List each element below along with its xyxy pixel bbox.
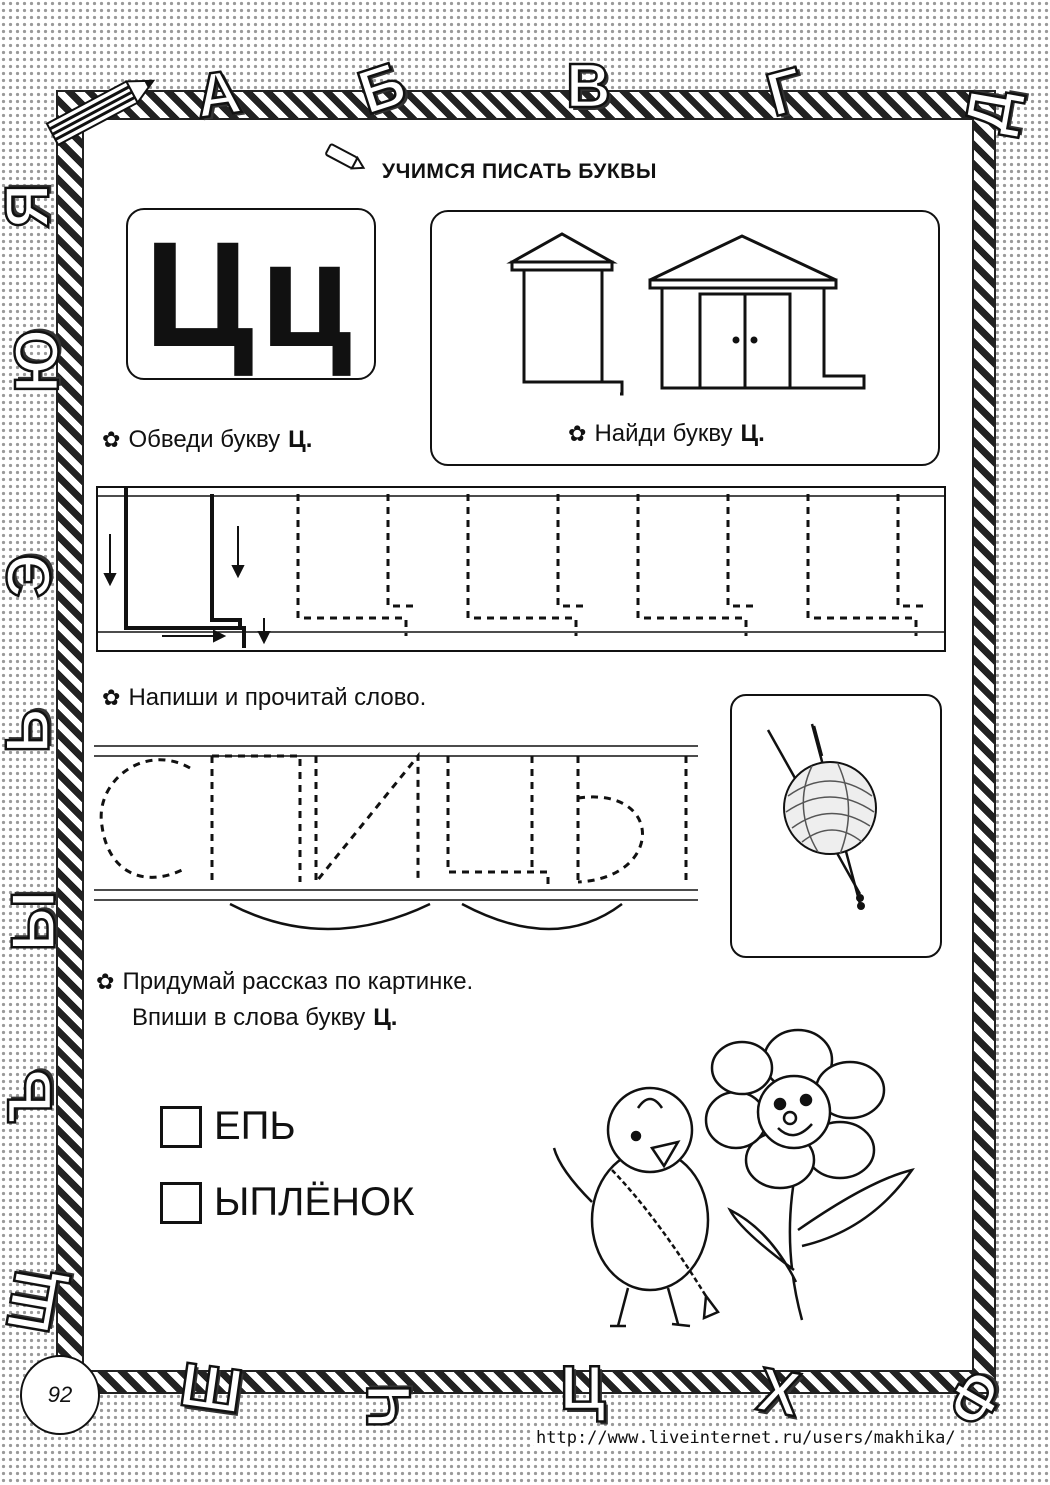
- flower-bullet-icon: ✿: [96, 969, 115, 994]
- flower-bullet-icon: ✿: [102, 427, 121, 452]
- border-letter: Ю: [2, 328, 74, 394]
- house-icon: [506, 232, 866, 396]
- letter-input-box[interactable]: [160, 1181, 202, 1224]
- letter-display: Цц: [126, 208, 376, 380]
- instruction-letter: Ц.: [373, 1004, 398, 1031]
- flower-bullet-icon: ✿: [102, 685, 121, 710]
- chick-icon: [552, 1086, 720, 1328]
- border-letter: В: [565, 52, 612, 121]
- page-title: УЧИМСЯ ПИСАТЬ БУКВЫ: [382, 160, 657, 183]
- instruction-text: Обведи букву: [128, 426, 281, 453]
- daisy-icon: [704, 1028, 915, 1321]
- border-letter: Ц: [559, 1354, 607, 1423]
- instruction-text: Впиши в слова букву: [132, 1004, 366, 1031]
- word-tracing-area[interactable]: [94, 742, 698, 902]
- flower-bullet-icon: ✿: [568, 421, 587, 446]
- border-letter: Ч: [354, 1383, 426, 1429]
- word-ending: ЫПЛЁНОК: [214, 1180, 415, 1224]
- instruction-text: Придумай рассказ по картинке.: [122, 968, 474, 995]
- instruction-text: Найди букву: [594, 420, 733, 447]
- illustration: [552, 1028, 915, 1328]
- border-letter: Ы: [0, 889, 70, 952]
- instruction-text: Напиши и прочитай слово.: [128, 684, 427, 711]
- instruction-letter: Ц.: [740, 420, 765, 447]
- page-number: 92: [20, 1355, 100, 1435]
- story-instruction-line2: Впиши в слова букву Ц.: [132, 1004, 397, 1032]
- pencil-icon: [45, 79, 156, 147]
- border-letter: А: [190, 56, 246, 133]
- fill-word-row: ЕПЬ: [160, 1104, 296, 1149]
- find-instruction: ✿ Найди букву Ц.: [568, 420, 765, 448]
- border-letter: Э: [0, 553, 65, 600]
- border-letter: Ь: [0, 707, 64, 754]
- yarn-picture: [730, 694, 942, 958]
- story-instruction: ✿ Придумай рассказ по картинке.: [96, 968, 473, 996]
- find-letter-panel: [430, 210, 940, 466]
- write-word-instruction: ✿ Напиши и прочитай слово.: [102, 684, 426, 712]
- border-letter: Щ: [0, 1263, 74, 1340]
- word-ending: ЕПЬ: [214, 1104, 296, 1148]
- yarn-ball-icon: [766, 723, 877, 910]
- trace-instruction: ✿ Обведи букву Ц.: [102, 426, 312, 454]
- syllable-arcs: [229, 902, 623, 931]
- fill-word-row: ЫПЛЁНОК: [160, 1180, 414, 1225]
- border-letter: Ъ: [0, 1068, 66, 1124]
- letter-input-box[interactable]: [160, 1105, 202, 1148]
- pencil-icon: [325, 143, 366, 170]
- instruction-letter: Ц.: [288, 426, 313, 453]
- border-letter: Ш: [174, 1349, 248, 1429]
- tracing-area[interactable]: [96, 486, 946, 652]
- watermark-url: http://www.liveinternet.ru/users/makhika…: [534, 1428, 958, 1448]
- border-letter: Я: [0, 182, 64, 229]
